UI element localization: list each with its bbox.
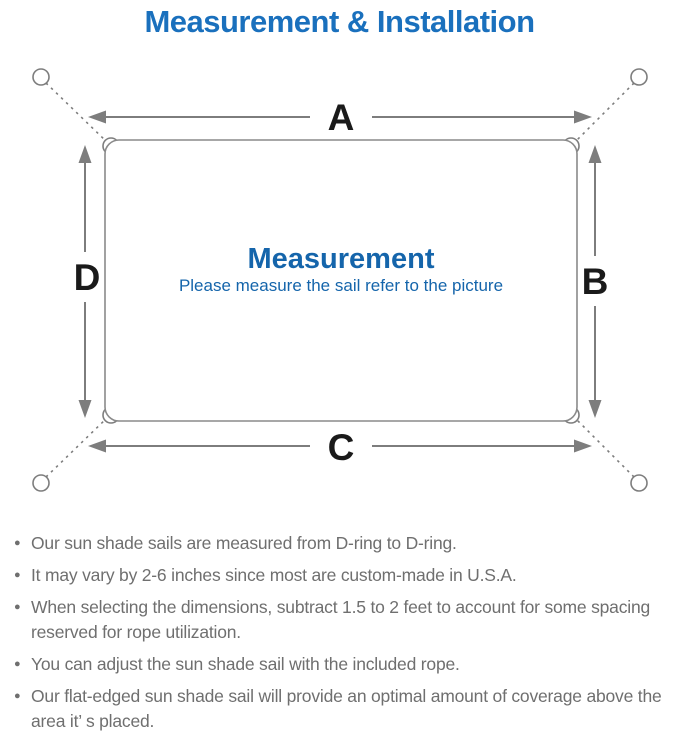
note-item: ● When selecting the dimensions, subtrac… [14,595,677,645]
dim-arrow-a-left-head [88,110,106,124]
dim-label-c: C [328,427,355,468]
diagram-svg: A C D B Measurement Please measure the s… [32,68,648,492]
note-item: ● It may vary by 2-6 inches since most a… [14,563,677,588]
dim-arrow-d [78,145,92,418]
dim-arrow-d-up-head [78,145,92,163]
bullet-icon: ● [14,658,21,670]
anchor-ring-top-left [32,68,50,86]
dim-label-d: D [74,257,101,298]
dim-arrow-a-right-head [574,110,592,124]
note-text: It may vary by 2-6 inches since most are… [31,565,517,585]
dim-arrow-c [88,439,592,453]
note-item: ● Our flat-edged sun shade sail will pro… [14,684,677,734]
dim-arrow-b-down-head [588,400,602,418]
bullet-icon: ● [14,537,21,549]
measurement-diagram: A C D B Measurement Please measure the s… [0,40,679,520]
rope-dash-top-right [573,82,635,144]
rope-dash-bottom-left [45,416,109,478]
dim-arrow-c-right-head [574,439,592,453]
note-text: You can adjust the sun shade sail with t… [31,654,460,674]
rope-dash-top-left [45,82,109,144]
note-text: Our flat-edged sun shade sail will provi… [31,686,662,731]
notes-list: ● Our sun shade sails are measured from … [0,531,679,734]
note-text: When selecting the dimensions, subtract … [31,597,651,642]
bullet-icon: ● [14,690,21,702]
anchor-ring-top-right [630,68,648,86]
dim-label-a: A [328,97,355,138]
diagram-center-title: Measurement [248,243,435,275]
bullet-icon: ● [14,601,21,613]
page: Measurement & Installation [0,3,679,742]
bullet-icon: ● [14,569,21,581]
note-item: ● You can adjust the sun shade sail with… [14,652,677,677]
anchor-ring-bottom-left [32,474,50,492]
page-title: Measurement & Installation [144,4,535,39]
dim-arrow-c-left-head [88,439,106,453]
sail-outline [104,139,578,422]
diagram-center-subtitle: Please measure the sail refer to the pic… [179,276,503,295]
dim-label-b: B [582,261,609,302]
dim-arrow-b-up-head [588,145,602,163]
anchor-ring-bottom-right [630,474,648,492]
dim-arrow-b [588,145,602,418]
note-item: ● Our sun shade sails are measured from … [14,531,677,556]
note-text: Our sun shade sails are measured from D-… [31,533,457,553]
rope-dash-bottom-right [573,416,635,478]
dim-arrow-a [88,110,592,124]
dim-arrow-d-down-head [78,400,92,418]
